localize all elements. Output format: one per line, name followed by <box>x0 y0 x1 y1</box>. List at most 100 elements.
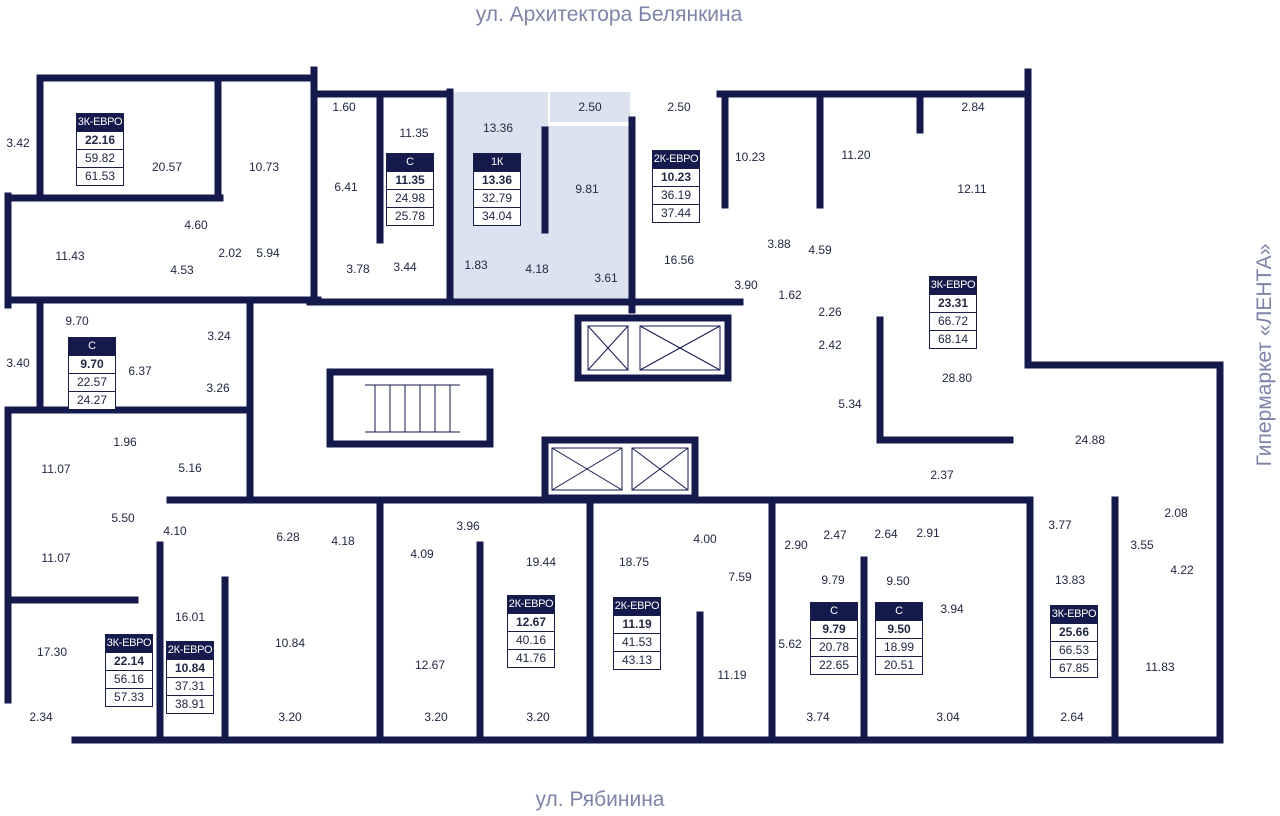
room-area: 2.50 <box>578 100 602 114</box>
room-area: 2.84 <box>961 100 985 114</box>
apartment-type: С <box>69 338 115 355</box>
room-area: 2.02 <box>218 246 242 260</box>
apartment-type: 2К-ЕВРО <box>167 642 213 659</box>
room-area: 13.83 <box>1054 573 1086 587</box>
room-area: 11.20 <box>841 148 871 162</box>
living-area: 23.31 <box>930 294 976 312</box>
room-area: 2.42 <box>818 338 842 352</box>
total-area-with-balcony: 43.13 <box>614 651 660 669</box>
room-area: 3.61 <box>594 271 618 285</box>
room-area: 17.30 <box>36 645 68 659</box>
total-area: 66.53 <box>1051 641 1097 659</box>
room-area: 10.23 <box>734 150 766 164</box>
total-area: 59.82 <box>77 149 123 167</box>
room-area: 2.64 <box>1060 710 1084 724</box>
living-area: 11.19 <box>614 615 660 633</box>
room-area: 18.75 <box>618 555 650 569</box>
total-area-with-balcony: 37.44 <box>653 204 699 222</box>
room-area: 4.22 <box>1170 563 1194 577</box>
total-area: 24.98 <box>387 189 433 207</box>
room-area: 3.26 <box>206 381 230 395</box>
room-area: 13.36 <box>482 121 514 135</box>
room-area: 3.42 <box>6 136 30 150</box>
room-area: 11.83 <box>1145 660 1175 674</box>
room-area: 11.07 <box>41 551 71 565</box>
living-area: 25.66 <box>1051 623 1097 641</box>
room-area: 28.80 <box>941 371 973 385</box>
living-area: 22.16 <box>77 131 123 149</box>
room-area: 1.62 <box>778 288 802 302</box>
total-area-with-balcony: 24.27 <box>69 391 115 409</box>
room-area: 2.26 <box>818 305 842 319</box>
room-area: 3.04 <box>936 710 960 724</box>
room-area: 10.73 <box>248 160 280 174</box>
room-area: 11.35 <box>399 126 429 140</box>
room-area: 7.59 <box>728 570 752 584</box>
street-label-bottom: ул. Рябинина <box>535 788 665 811</box>
room-area: 3.55 <box>1130 538 1154 552</box>
room-area: 2.91 <box>916 526 940 540</box>
living-area: 11.35 <box>387 171 433 189</box>
total-area-with-balcony: 41.76 <box>508 649 554 667</box>
room-area: 4.53 <box>170 263 194 277</box>
room-area: 2.08 <box>1164 506 1188 520</box>
apartment-type: С <box>387 154 433 171</box>
living-area: 13.36 <box>474 171 520 189</box>
total-area-with-balcony: 38.91 <box>167 695 213 713</box>
room-area: 2.37 <box>930 468 954 482</box>
room-area: 3.44 <box>393 260 417 274</box>
total-area-with-balcony: 67.85 <box>1051 659 1097 677</box>
room-area: 5.34 <box>838 397 862 411</box>
room-area: 3.88 <box>767 237 791 251</box>
room-area: 19.44 <box>525 555 557 569</box>
room-area: 3.77 <box>1048 518 1072 532</box>
room-area: 24.88 <box>1074 433 1106 447</box>
total-area: 36.19 <box>653 186 699 204</box>
room-area: 3.24 <box>207 329 231 343</box>
selected-apartment-highlight[interactable] <box>452 92 630 300</box>
apartment-type: 2К-ЕВРО <box>508 596 554 613</box>
room-area: 3.78 <box>346 262 370 276</box>
total-area: 20.78 <box>811 638 857 656</box>
room-area: 11.19 <box>717 668 747 682</box>
room-area: 4.59 <box>808 243 832 257</box>
living-area: 9.70 <box>69 355 115 373</box>
room-area: 16.56 <box>663 253 695 267</box>
apartment-type: С <box>811 603 857 620</box>
room-area: 16.01 <box>174 610 206 624</box>
room-area: 4.18 <box>331 534 355 548</box>
living-area: 10.23 <box>653 168 699 186</box>
room-area: 2.64 <box>874 527 898 541</box>
room-area: 4.10 <box>163 524 187 538</box>
room-area: 4.18 <box>525 262 549 276</box>
total-area-with-balcony: 68.14 <box>930 330 976 348</box>
room-area: 3.20 <box>526 710 550 724</box>
total-area: 22.57 <box>69 373 115 391</box>
room-area: 5.94 <box>256 246 280 260</box>
apartment-type: 3К-ЕВРО <box>106 635 152 652</box>
total-area-with-balcony: 57.33 <box>106 688 152 706</box>
room-area: 1.83 <box>464 258 488 272</box>
total-area: 40.16 <box>508 631 554 649</box>
total-area-with-balcony: 22.65 <box>811 656 857 674</box>
room-area: 20.57 <box>151 160 183 174</box>
room-area: 4.00 <box>693 532 717 546</box>
total-area-with-balcony: 20.51 <box>876 656 922 674</box>
room-area: 1.60 <box>332 100 356 114</box>
room-area: 5.16 <box>178 461 202 475</box>
room-area: 3.20 <box>424 710 448 724</box>
